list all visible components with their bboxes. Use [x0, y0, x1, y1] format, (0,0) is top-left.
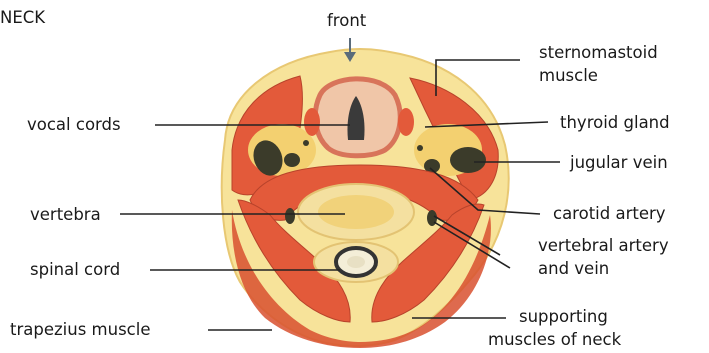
diagram-title: NECK	[0, 7, 45, 28]
left-thyroid-lobe	[304, 108, 320, 136]
label-vocal-cords: vocal cords	[27, 114, 121, 135]
label-sternomastoid-line1: sternomastoid	[539, 42, 658, 63]
label-thyroid-gland: thyroid gland	[560, 112, 670, 133]
label-supporting-line1: supporting	[519, 306, 608, 327]
label-front: front	[327, 10, 366, 31]
right-thyroid-lobe	[398, 108, 414, 136]
label-spinal-cord: spinal cord	[30, 259, 120, 280]
label-sternomastoid-line2: muscle	[539, 65, 598, 86]
label-vertebra: vertebra	[30, 204, 101, 225]
left-small-vessel	[284, 153, 300, 167]
left-vertebral-artery	[285, 208, 295, 224]
label-jugular-vein: jugular vein	[570, 152, 668, 173]
right-jugular-vein	[450, 147, 486, 173]
label-supporting-line2: muscles of neck	[488, 329, 621, 350]
label-carotid-artery: carotid artery	[553, 203, 666, 224]
label-vertebral-artery-line2: and vein	[538, 258, 609, 279]
label-trapezius-muscle: trapezius muscle	[10, 319, 150, 340]
label-vertebral-artery-line1: vertebral artery	[538, 235, 669, 256]
